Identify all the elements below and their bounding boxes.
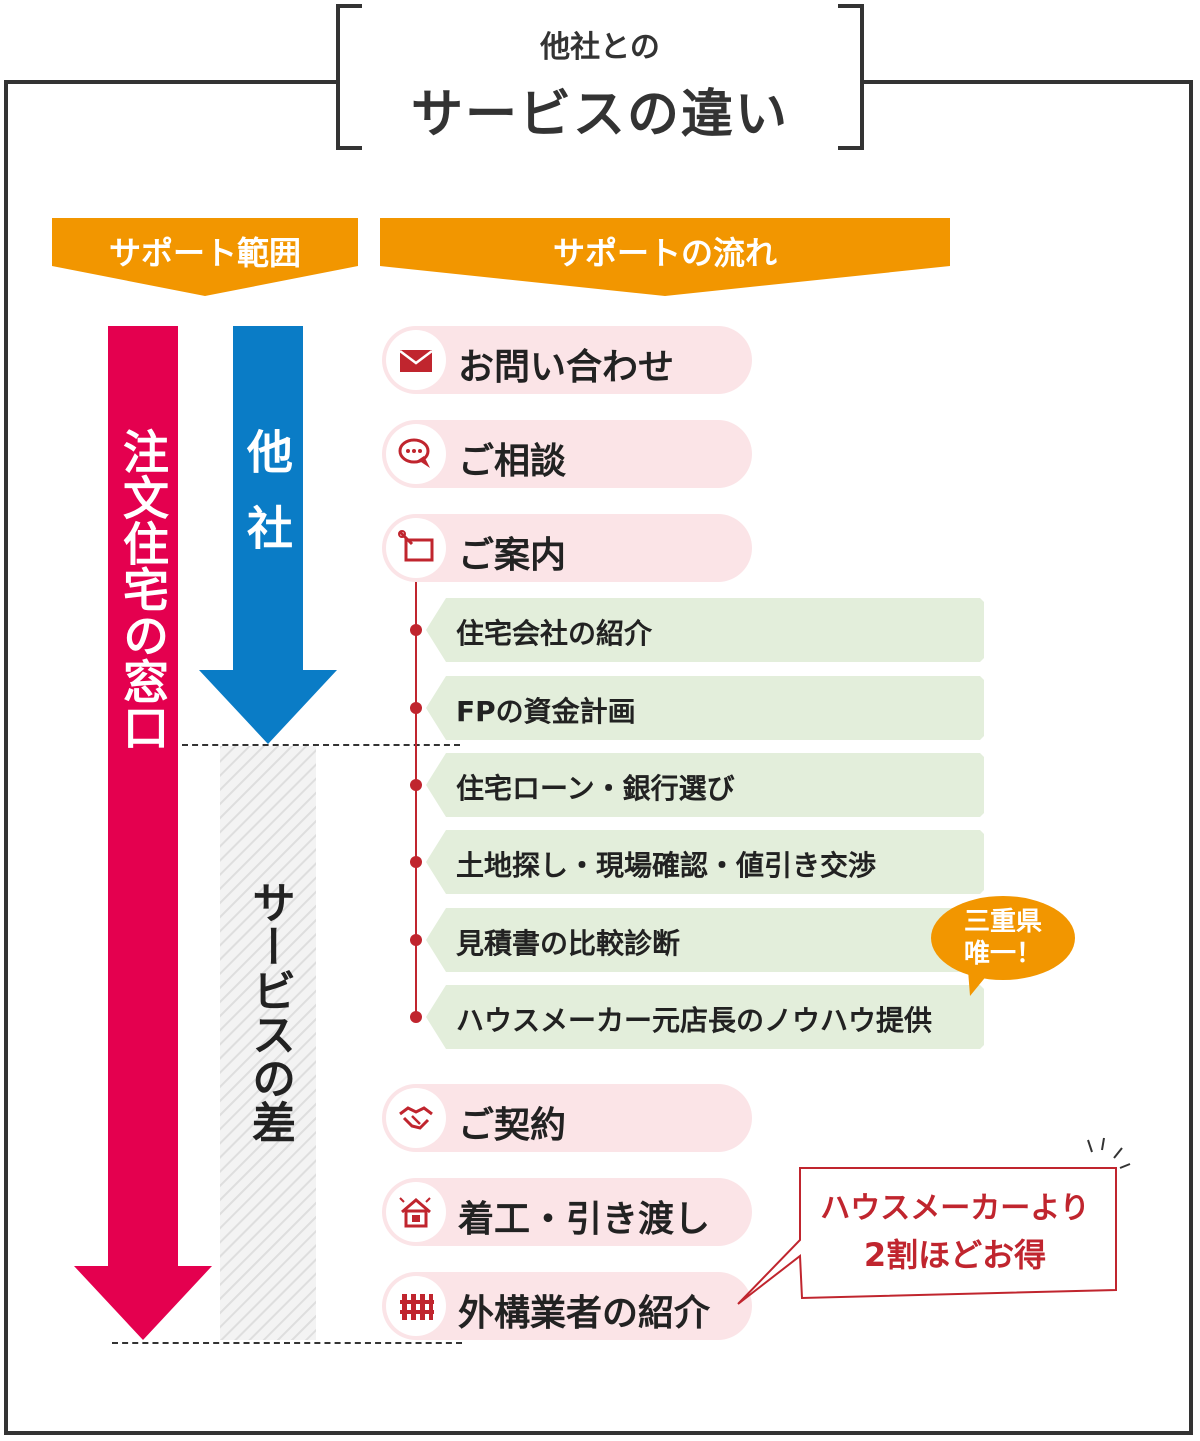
substep-item: 見積書の比較診断 <box>426 908 984 972</box>
substep-dot <box>410 702 422 714</box>
step-label: ご契約 <box>458 1105 567 1146</box>
step-exterior: 外構業者の紹介 <box>382 1272 752 1340</box>
step-label: 外構業者の紹介 <box>458 1293 711 1334</box>
other-company-label: 他社 <box>240 428 294 580</box>
page-title: サービスの違い <box>410 85 789 145</box>
step-guidance: ご案内 <box>382 514 752 582</box>
substep-bg <box>426 908 984 972</box>
substep-label: 土地探し・現場確認・値引き交渉 <box>456 849 877 882</box>
substep-item: 住宅ローン・銀行選び <box>426 753 984 817</box>
step-label: お問い合わせ <box>458 347 675 388</box>
title-bracket-right <box>838 4 864 150</box>
difference-hatch-area <box>220 746 316 1340</box>
house-icon <box>399 1197 431 1228</box>
step-label: ご相談 <box>458 441 567 482</box>
substep-dot <box>410 624 422 636</box>
unique-badge-shape <box>931 896 1075 996</box>
substep-bg <box>426 753 984 817</box>
our-range-label: 注文住宅の窓口 <box>116 428 170 750</box>
step-icon-circle <box>386 1276 446 1336</box>
handshake-icon <box>399 1106 433 1130</box>
substep-item: 住宅会社の紹介 <box>426 598 984 662</box>
support-flow-banner: サポートの流れ <box>380 218 950 298</box>
substep-item: FPの資金計画 <box>426 676 984 740</box>
other-end-dashed-line <box>182 744 460 746</box>
substep-dot <box>410 1011 422 1023</box>
our-end-dashed-line <box>112 1342 462 1344</box>
unique-badge-text: 三重県 唯一！ <box>928 906 1078 970</box>
chat-icon <box>398 438 430 468</box>
step-icon-circle <box>386 518 446 578</box>
substep-item: 土地探し・現場確認・値引き交渉 <box>426 830 984 894</box>
substep-label: 見積書の比較診断 <box>456 927 681 960</box>
support-range-label: サポート範囲 <box>108 234 301 272</box>
title-background <box>340 4 864 152</box>
banner-shape <box>380 218 950 296</box>
our-range-arrow <box>74 326 212 1340</box>
guide-icon <box>398 530 434 562</box>
step-icon-circle <box>386 330 446 390</box>
substep-label: FPの資金計画 <box>456 695 636 728</box>
substep-dot <box>410 934 422 946</box>
service-difference-label: サービスの差 <box>244 880 295 1144</box>
unique-badge-line1: 三重県 <box>963 907 1042 937</box>
step-contract: ご契約 <box>382 1084 752 1152</box>
substep-label: 住宅ローン・銀行選び <box>456 772 735 805</box>
step-inquiry: お問い合わせ <box>382 326 752 394</box>
fence-icon <box>400 1294 434 1320</box>
substep-label: 住宅会社の紹介 <box>456 617 653 650</box>
support-range-banner: サポート範囲 <box>52 218 358 298</box>
mail-icon <box>399 350 433 372</box>
support-flow-label: サポートの流れ <box>552 234 777 272</box>
step-construction: 着工・引き渡し <box>382 1178 752 1246</box>
substep-bg <box>426 830 984 894</box>
step-icon-circle <box>386 1182 446 1242</box>
title-bracket-left <box>336 4 362 150</box>
substep-dot <box>410 779 422 791</box>
step-label: ご案内 <box>458 535 567 576</box>
step-label: 着工・引き渡し <box>458 1199 711 1240</box>
savings-line1: ハウスメーカーより <box>820 1191 1090 1226</box>
substep-connector-line <box>415 576 417 1018</box>
savings-line2: 2割ほどお得 <box>863 1236 1047 1274</box>
substep-item: ハウスメーカー元店長のノウハウ提供 <box>426 985 984 1049</box>
step-consultation: ご相談 <box>382 420 752 488</box>
savings-callout-text: ハウスメーカーより 2割ほどお得 <box>800 1186 1110 1278</box>
banner-shape <box>52 218 358 296</box>
other-company-arrow <box>199 326 337 744</box>
unique-badge-line2: 唯一！ <box>963 939 1042 969</box>
substep-bg <box>426 985 984 1049</box>
step-icon-circle <box>386 424 446 484</box>
title-subtitle: 他社との <box>540 30 660 65</box>
substep-bg <box>426 676 984 740</box>
substep-dot <box>410 856 422 868</box>
substep-label: ハウスメーカー元店長のノウハウ提供 <box>456 1004 933 1037</box>
step-icon-circle <box>386 1088 446 1148</box>
savings-callout-shape <box>737 1137 1131 1305</box>
substep-bg <box>426 598 984 662</box>
